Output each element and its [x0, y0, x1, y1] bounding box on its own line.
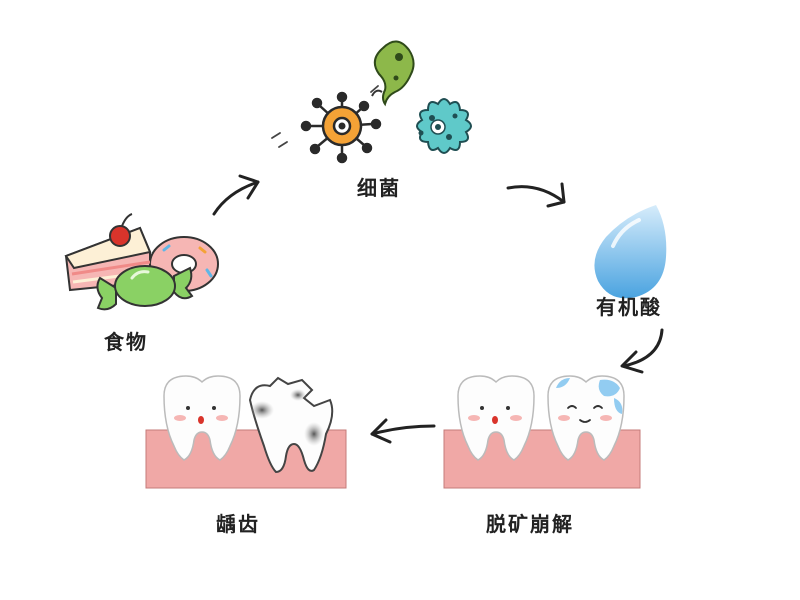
label-demineralization: 脱矿崩解: [486, 512, 574, 536]
label-bacteria: 细菌: [357, 176, 401, 200]
label-caries: 龋齿: [216, 512, 260, 536]
decayed-tooth-icon: [248, 376, 334, 474]
arrow-bacteria-to-acid: [506, 182, 566, 208]
tooth-icon: [163, 375, 241, 461]
arrow-food-to-bacteria: [212, 174, 260, 216]
bacteria-green-icon: [373, 40, 415, 107]
arrow-demineralization-to-caries: [370, 418, 436, 444]
demineralized-tooth-icon: [547, 375, 625, 461]
label-organic-acid: 有机酸: [596, 295, 662, 319]
caries-panel: [145, 375, 347, 489]
acid-drop-icon: [594, 205, 667, 299]
tooth-icon: [457, 375, 535, 461]
candy-icon: [96, 265, 194, 311]
label-food: 食物: [104, 330, 148, 354]
bacteria-orange-icon: [300, 91, 382, 164]
arrow-acid-to-demineralization: [620, 328, 664, 374]
bacteria-teal-icon: [416, 98, 472, 154]
demineralization-panel: [443, 375, 641, 489]
